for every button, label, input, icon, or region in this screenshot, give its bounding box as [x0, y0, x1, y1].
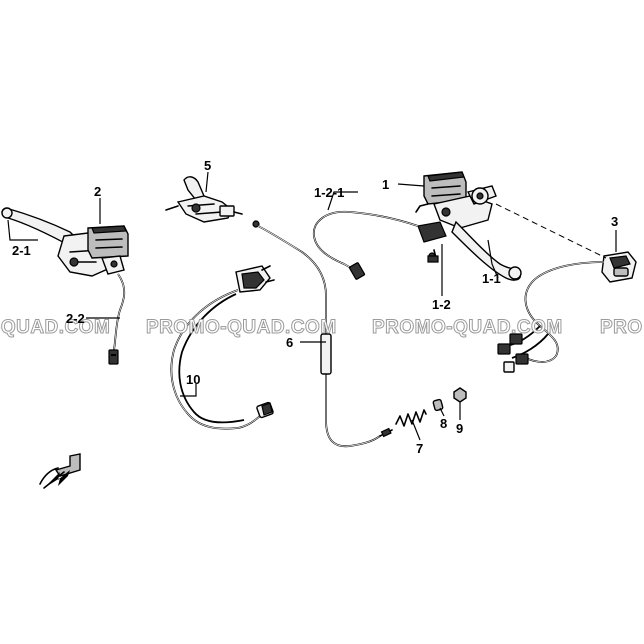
label-2-1: 2-1 [12, 243, 31, 258]
label-1-1: 1-1 [482, 271, 501, 286]
label-7: 7 [416, 441, 423, 456]
assembly-dash-line [495, 203, 607, 259]
label-10: 10 [186, 372, 200, 387]
direction-arrow-icon [43, 470, 70, 489]
label-2: 2 [94, 184, 101, 199]
part-3-switch-housing [497, 251, 637, 373]
label-1: 1 [382, 177, 389, 192]
part-6-cable [252, 220, 393, 448]
label-5: 5 [204, 158, 211, 173]
svg-text:PRO: PRO [600, 317, 643, 338]
part-5-lever-housing [165, 176, 243, 223]
part-1-2-brake-switch [417, 221, 447, 263]
part-1-2-1-switch-wire [313, 210, 419, 280]
part-2-left-master-cylinder [1, 207, 129, 365]
label-2-2: 2-2 [66, 311, 85, 326]
label-8: 8 [440, 416, 447, 431]
part-8-pin [432, 398, 444, 412]
label-1-2-1: 1-2-1 [314, 185, 344, 200]
label-9: 9 [456, 421, 463, 436]
svg-text:PROMO-QUAD.COM: PROMO-QUAD.COM [146, 317, 337, 338]
label-1-2: 1-2 [432, 297, 451, 312]
part-9-nut [453, 387, 467, 403]
svg-text:-QUAD.COM: -QUAD.COM [0, 317, 110, 338]
part-7-spring [395, 409, 427, 427]
part-1-right-master-cylinder [415, 171, 522, 281]
callout-labels: 2 2-1 2-2 5 1-2-1 1 1-2 1-1 3 6 10 7 8 9 [12, 158, 618, 456]
leader-lines [7, 171, 617, 441]
label-3: 3 [611, 214, 618, 229]
watermark: -QUAD.COM PROMO-QUAD.COM PROMO-QUAD.COM … [0, 317, 643, 339]
label-6: 6 [286, 335, 293, 350]
part-10-harness [170, 265, 275, 430]
svg-text:PROMO-QUAD.COM: PROMO-QUAD.COM [372, 317, 563, 338]
